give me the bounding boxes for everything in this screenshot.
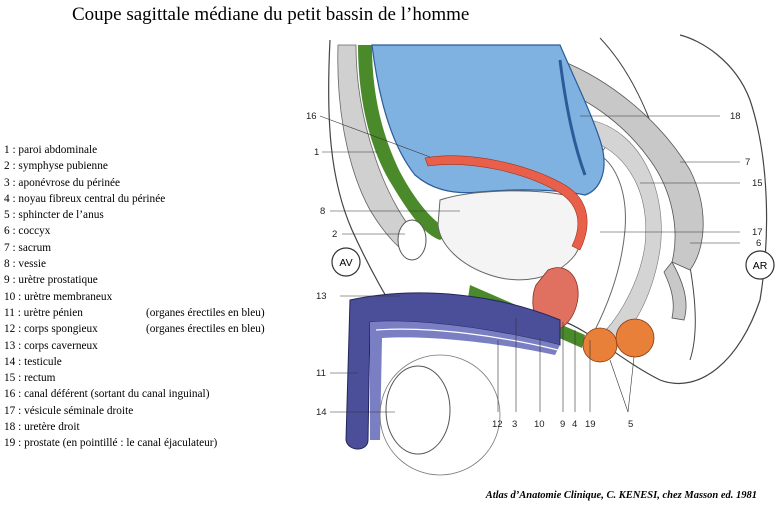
corpus-cavernosum [345,292,561,450]
legend-item: 2 : symphyse pubienne [4,158,217,174]
legend-item: 1 : paroi abdominale [4,142,217,158]
legend-item-text: 6 : coccyx [4,225,51,238]
legend-item: 17 : vésicule séminale droite [4,403,217,419]
testicle [385,365,451,455]
legend-item-text: 11 : urètre pénien [4,306,83,319]
callout-7: 7 [745,157,750,168]
callout-3: 3 [512,419,517,430]
legend-item: 9 : urètre prostatique [4,272,217,288]
legend-item-text: 8 : vessie [4,258,47,271]
legend-item: 4 : noyau fibreux central du périnée [4,191,217,207]
page-title: Coupe sagittale médiane du petit bassin … [72,4,470,25]
legend-item: 8 : vessie [4,256,217,272]
callout-6: 6 [756,238,761,249]
callout-18: 18 [730,111,741,122]
legend-item-note: (organes érectiles en bleu) [146,306,265,319]
anal-sphincter-right [615,318,655,358]
callout-10: 10 [534,419,545,430]
callout-15: 15 [752,178,763,189]
legend-item: 11 : urètre pénien (organes érectiles en … [4,305,265,321]
callout-9: 9 [560,419,565,430]
posterior-marker [745,250,775,280]
anterior-marker [331,247,361,277]
legend-item: 12 : corps spongieux (organes érectiles e… [4,321,265,337]
callout-8: 8 [320,206,325,217]
legend-item-text: 7 : sacrum [4,241,52,254]
callout-11: 11 [316,368,326,379]
legend-item: 14 : testicule [4,354,217,370]
callout-lines [319,115,740,413]
legend-item-text: 14 : testicule [4,355,62,368]
callout-5: 5 [628,419,633,430]
legend-item-text: 5 : sphincter de l’anus [4,209,104,222]
callout-16: 16 [306,111,317,122]
legend-item-text: 10 : urètre membraneux [4,290,113,303]
legend-item: 19 : prostate (en pointillé : le canal é… [4,435,217,451]
pubic-symphysis [397,219,427,261]
legend-item-text: 2 : symphyse pubienne [4,160,108,173]
peritoneum [358,45,452,240]
callout-4: 4 [572,419,577,430]
legend-item-text: 17 : vésicule séminale droite [4,404,134,417]
anal-sphincter-left [582,327,618,363]
posterior-label: AR [753,260,768,272]
callout-1: 1 [314,147,319,158]
legend: 1 : paroi abdominale 2 : symphyse pubienn… [4,142,265,452]
penile-urethra [375,328,559,351]
legend-item-note: (organes érectiles en bleu) [146,323,265,336]
legend-item: 3 : aponévrose du périnée [4,175,217,191]
legend-item-text: 12 : corps spongieux [4,323,98,336]
legend-item-text: 4 : noyau fibreux central du périnée [4,192,166,205]
legend-item-text: 16 : canal déférent (sortant du canal in… [4,388,210,401]
legend-item: 10 : urètre membraneux [4,289,217,305]
callout-17: 17 [752,227,763,238]
legend-item: 6 : coccyx [4,223,217,239]
legend-item: 13 : corps caverneux [4,338,217,354]
callout-numbers: 16 18 1 7 15 8 17 2 6 13 11 14 12 3 10 9… [306,111,763,430]
source-credit: Atlas d’Anatomie Clinique, C. KENESI, ch… [485,490,757,501]
ureter [558,59,587,176]
legend-item-text: 3 : aponévrose du périnée [4,176,121,189]
callout-19: 19 [585,419,596,430]
legend-item: 15 : rectum [4,370,217,386]
callout-2: 2 [332,229,337,240]
anterior-label: AV [339,257,352,269]
legend-item-text: 15 : rectum [4,372,56,385]
deferent-duct [424,155,588,251]
legend-item: 7 : sacrum [4,240,217,256]
legend-item-text: 13 : corps caverneux [4,339,98,352]
legend-item: 18 : uretère droit [4,419,217,435]
bladder [437,190,585,281]
legend-item-text: 19 : prostate (en pointillé : le canal é… [4,437,218,450]
callout-14: 14 [316,407,327,418]
callout-12: 12 [492,419,503,430]
legend-item: 5 : sphincter de l’anus [4,207,217,223]
scrotum [379,354,501,476]
corpus-spongiosum [370,321,560,440]
legend-item-text: 1 : paroi abdominale [4,144,98,156]
legend-item-text: 9 : urètre prostatique [4,274,98,287]
legend-item: 16 : canal déférent (sortant du canal in… [4,386,217,402]
body-outline [328,34,768,385]
legend-item-text: 18 : uretère droit [4,421,80,434]
coccyx [663,261,687,321]
callout-13: 13 [316,291,327,302]
